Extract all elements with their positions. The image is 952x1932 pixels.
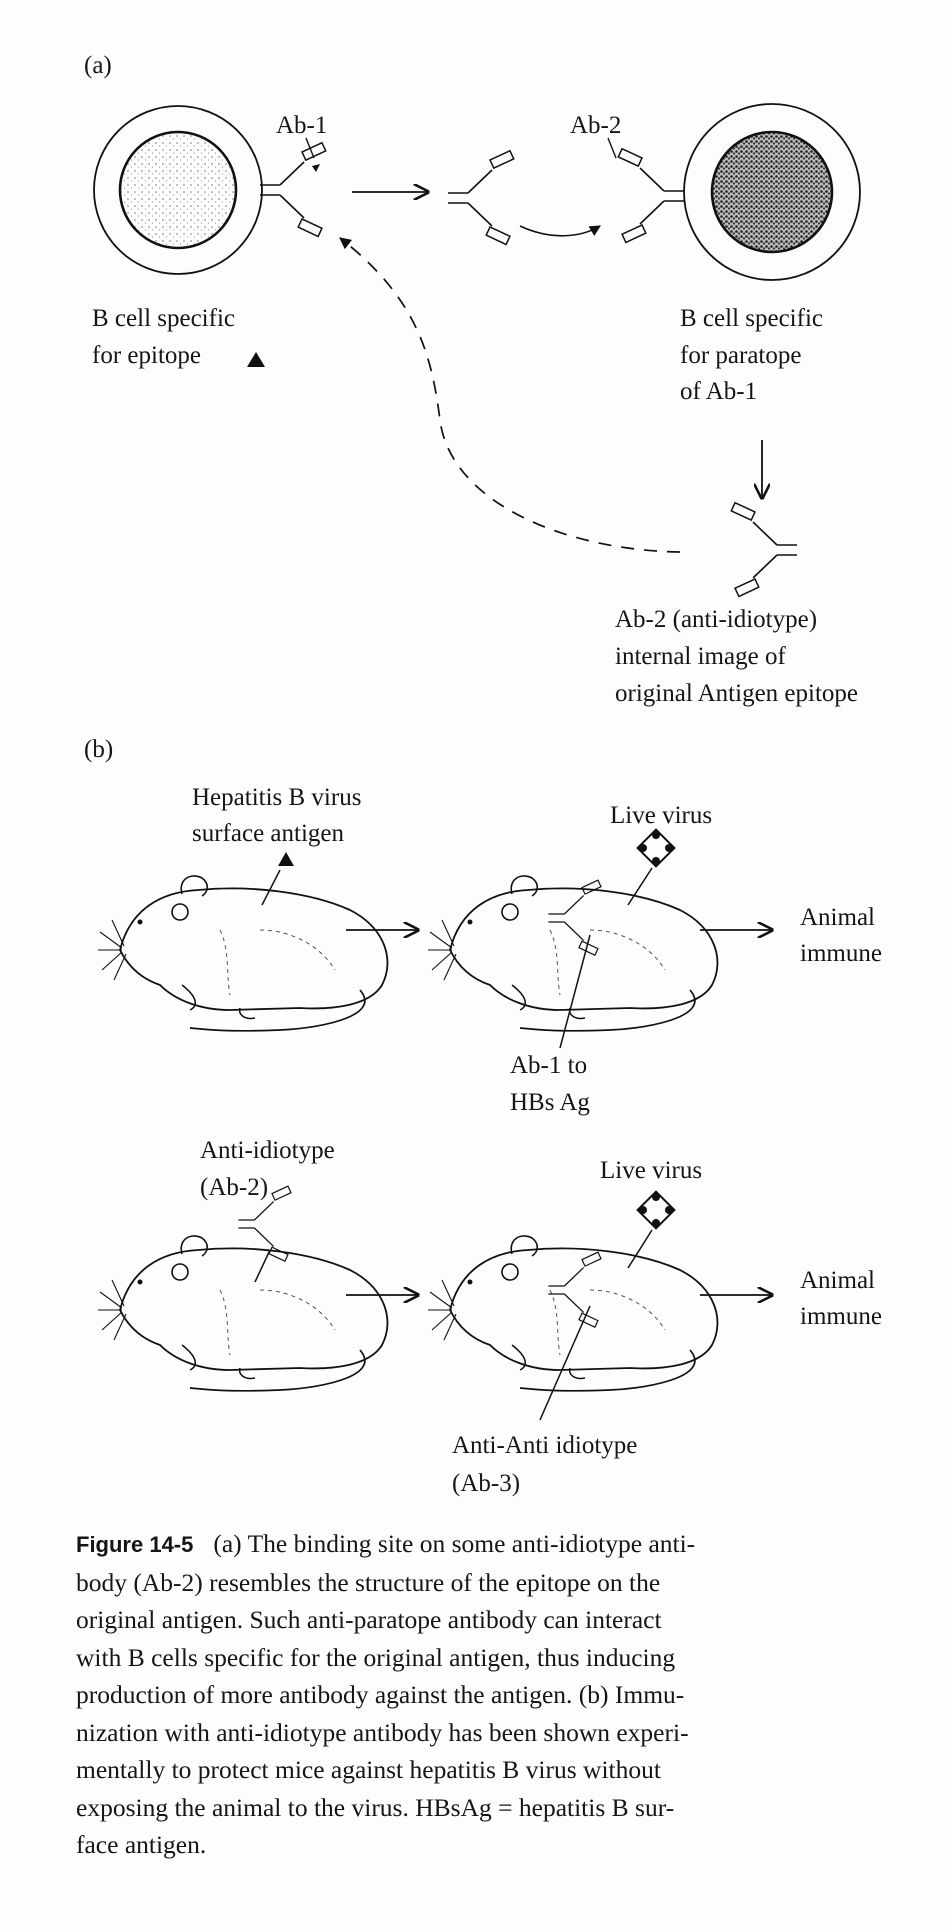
- ab1-label: Ab-1: [276, 112, 328, 139]
- animal-immune-2a: Animal: [800, 1267, 875, 1294]
- ab1-antibody: [259, 141, 327, 238]
- caption-line-2: body (Ab-2) resembles the structure of t…: [76, 1567, 661, 1597]
- epitope-marker: [312, 164, 320, 172]
- ab1-to-label-1: Ab-1 to: [510, 1052, 588, 1079]
- animal-immune-2b: immune: [800, 1303, 882, 1330]
- anti-idiotype-antibody: [730, 501, 798, 598]
- ab1-to-label-2: HBs Ag: [510, 1089, 590, 1116]
- dashed-feedback-arrow: [339, 237, 681, 553]
- internal-image-label-1: Ab-2 (anti-idiotype): [615, 606, 818, 633]
- caption-line-3: original antigen. Such anti-paratope ant…: [76, 1605, 662, 1634]
- caption-line-4: with B cells specific for the original a…: [76, 1642, 676, 1672]
- internal-image-label-3: original Antigen epitope: [615, 680, 859, 707]
- mouse-2: [427, 875, 719, 1032]
- caption-line-9: face antigen.: [76, 1830, 207, 1859]
- epitope-triangle: [247, 352, 265, 367]
- arrow-to-ab2: [519, 225, 601, 237]
- internal-image-label-2: internal image of: [615, 643, 786, 670]
- live-virus-1: [636, 828, 676, 868]
- anti-idiotype-label-2: (Ab-2): [200, 1174, 269, 1201]
- caption-line-5: production of more antibody against the …: [76, 1680, 685, 1709]
- live-virus-label-1: Live virus: [610, 802, 713, 829]
- panel-a-label: (a): [84, 52, 112, 79]
- free-antibody: [447, 149, 515, 246]
- left-b-cell: [93, 105, 263, 275]
- ab3-label-1: Anti-Anti idiotype: [452, 1432, 638, 1459]
- figure-label: Figure 14-5: [76, 1532, 194, 1557]
- ab3-label-2: (Ab-3): [452, 1470, 521, 1497]
- hbv-label-1: Hepatitis B virus: [192, 784, 362, 811]
- caption-line-7: mentally to protect mice against hepatit…: [76, 1755, 661, 1784]
- left-cell-label-2: for epitope: [92, 342, 201, 369]
- anti-idiotype-label-1: Anti-idiotype: [200, 1137, 335, 1164]
- left-cell-label-1: B cell specific: [92, 305, 235, 332]
- ab2-antibody: [617, 147, 685, 244]
- right-b-cell: [683, 103, 861, 281]
- figure-caption: Figure 14-5(a) The binding site on some …: [76, 1525, 896, 1864]
- live-virus-2: [636, 1190, 676, 1230]
- right-cell-label-1: B cell specific: [680, 305, 823, 332]
- panel-b-label: (b): [84, 736, 114, 763]
- mouse-4: [427, 1235, 719, 1392]
- right-cell-label-3: of Ab-1: [680, 378, 758, 405]
- live-virus-label-2: Live virus: [600, 1157, 703, 1184]
- mouse-3: [97, 1235, 389, 1392]
- hbv-label-2: surface antigen: [192, 820, 345, 847]
- ab1-in-mouse: [547, 879, 602, 956]
- animal-immune-1a: Animal: [800, 904, 875, 931]
- mouse-1: [97, 875, 389, 1032]
- caption-line-8: exposing the animal to the virus. HBsAg …: [76, 1792, 675, 1822]
- ab2-label: Ab-2: [570, 112, 622, 139]
- animal-immune-1b: immune: [800, 940, 882, 967]
- caption-line-1: Figure 14-5(a) The binding site on some …: [76, 1529, 696, 1558]
- right-cell-label-2: for paratope: [680, 342, 802, 369]
- caption-line-6: nization with anti-idiotype antibody has…: [76, 1717, 689, 1747]
- hbsag-triangle: [278, 852, 294, 866]
